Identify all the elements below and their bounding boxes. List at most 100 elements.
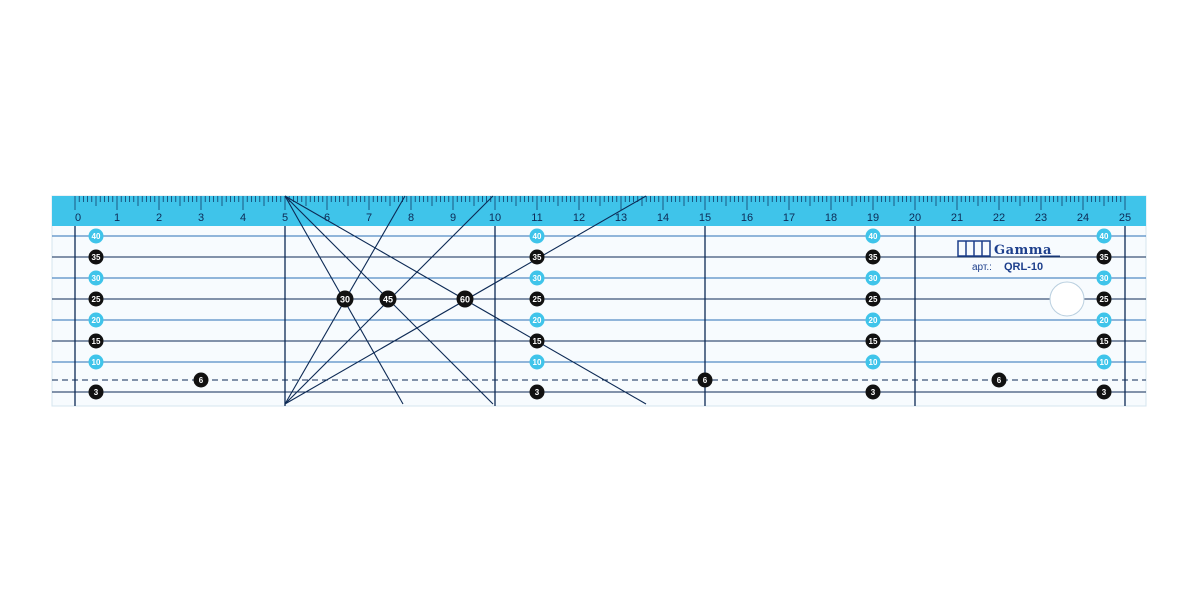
scale-label: 25 (1119, 212, 1131, 224)
scale-label: 21 (951, 212, 963, 224)
row-marker-badge: 30 (1096, 270, 1112, 286)
badge-label: 35 (1100, 253, 1109, 262)
hanging-hole (1049, 281, 1085, 317)
badge-label: 15 (1100, 337, 1109, 346)
badge-label: 30 (1100, 274, 1109, 283)
brand-name: Gamma (994, 243, 1052, 258)
angle-badge: 30 (336, 290, 354, 308)
badge-circle (529, 384, 545, 400)
scale-label: 2 (156, 212, 162, 224)
badge-label: 25 (1100, 295, 1109, 304)
badge-circle (88, 270, 104, 286)
badge-label: 10 (92, 358, 101, 367)
row-marker-badge: 40 (1096, 228, 1112, 244)
scale-label: 13 (615, 212, 627, 224)
row-marker-badge: 25 (88, 291, 104, 307)
badge-label: 25 (92, 295, 101, 304)
badge-label: 6 (703, 376, 708, 385)
row-marker-badge: 10 (88, 354, 104, 370)
dashed-line-badge: 6 (193, 372, 209, 388)
badge-circle (865, 270, 881, 286)
badge-circle (529, 270, 545, 286)
scale-label: 0 (75, 212, 81, 224)
article-number: QRL-10 (1004, 261, 1043, 273)
ruler-body (51, 195, 1147, 407)
badge-label: 25 (869, 295, 878, 304)
row-marker-badge: 10 (1096, 354, 1112, 370)
angle-badge-circle (379, 290, 397, 308)
bottom-marker-badge: 3 (529, 384, 545, 400)
row-marker-badge: 40 (529, 228, 545, 244)
angle-badge-label: 30 (340, 295, 350, 305)
row-marker-badge: 30 (865, 270, 881, 286)
badge-label: 15 (92, 337, 101, 346)
badge-circle (529, 291, 545, 307)
badge-circle (865, 228, 881, 244)
badge-circle (1096, 270, 1112, 286)
badge-circle (865, 249, 881, 265)
badge-label: 30 (869, 274, 878, 283)
grid-lines (52, 226, 1146, 406)
row-marker-badge: 10 (529, 354, 545, 370)
row-marker-badge: 20 (88, 312, 104, 328)
badge-label: 3 (1102, 388, 1107, 397)
badge-circle (193, 372, 209, 388)
badge-circle (88, 249, 104, 265)
badge-circle (1096, 384, 1112, 400)
row-marker-badge: 40 (88, 228, 104, 244)
scale-label: 18 (825, 212, 837, 224)
row-marker-badge: 20 (529, 312, 545, 328)
badge-label: 25 (533, 295, 542, 304)
scale-label: 8 (408, 212, 414, 224)
badge-circle (529, 333, 545, 349)
row-marker-badge: 35 (88, 249, 104, 265)
row-marker-badge: 35 (529, 249, 545, 265)
scale-label: 4 (240, 212, 246, 224)
row-marker-badges: 40 35 30 25 20 15 10 3 40 35 30 25 20 15 10 3 40 35 30 25 20… (88, 228, 1112, 400)
row-marker-badge: 25 (865, 291, 881, 307)
sewing-machine-logo-icon (957, 240, 991, 257)
angle-badge-circle (456, 290, 474, 308)
badge-circle (88, 333, 104, 349)
row-marker-badge: 30 (88, 270, 104, 286)
badge-circle (1096, 312, 1112, 328)
badge-label: 6 (199, 376, 204, 385)
row-marker-badge: 15 (1096, 333, 1112, 349)
badge-label: 40 (869, 232, 878, 241)
badge-label: 40 (1100, 232, 1109, 241)
angle-badge: 60 (456, 290, 474, 308)
badge-label: 10 (533, 358, 542, 367)
badge-circle (88, 354, 104, 370)
scale-label: 22 (993, 212, 1005, 224)
badge-circle (529, 228, 545, 244)
scale-label: 16 (741, 212, 753, 224)
scale-label: 11 (531, 212, 542, 224)
badge-circle (865, 384, 881, 400)
scale-label: 7 (366, 212, 372, 224)
badge-circle (1096, 354, 1112, 370)
scale-label: 1 (114, 212, 120, 224)
row-marker-badge: 10 (865, 354, 881, 370)
badge-label: 30 (92, 274, 101, 283)
badge-circle (88, 384, 104, 400)
badge-label: 10 (1100, 358, 1109, 367)
badge-circle (529, 249, 545, 265)
badge-circle (697, 372, 713, 388)
scale-label: 14 (657, 212, 669, 224)
ruler-body-group (51, 195, 1147, 407)
scale-label: 17 (783, 212, 795, 224)
scale-label: 15 (699, 212, 711, 224)
dashed-line-badge: 6 (991, 372, 1007, 388)
badge-circle (865, 312, 881, 328)
badge-circle (1096, 333, 1112, 349)
row-marker-badge: 35 (1096, 249, 1112, 265)
row-marker-badge: 30 (529, 270, 545, 286)
row-marker-badge: 15 (529, 333, 545, 349)
badge-circle (1096, 291, 1112, 307)
badge-circle (991, 372, 1007, 388)
badge-label: 15 (869, 337, 878, 346)
badge-circle (865, 291, 881, 307)
scale-label: 20 (909, 212, 921, 224)
badge-label: 20 (1100, 316, 1109, 325)
angle-badge-circle (336, 290, 354, 308)
